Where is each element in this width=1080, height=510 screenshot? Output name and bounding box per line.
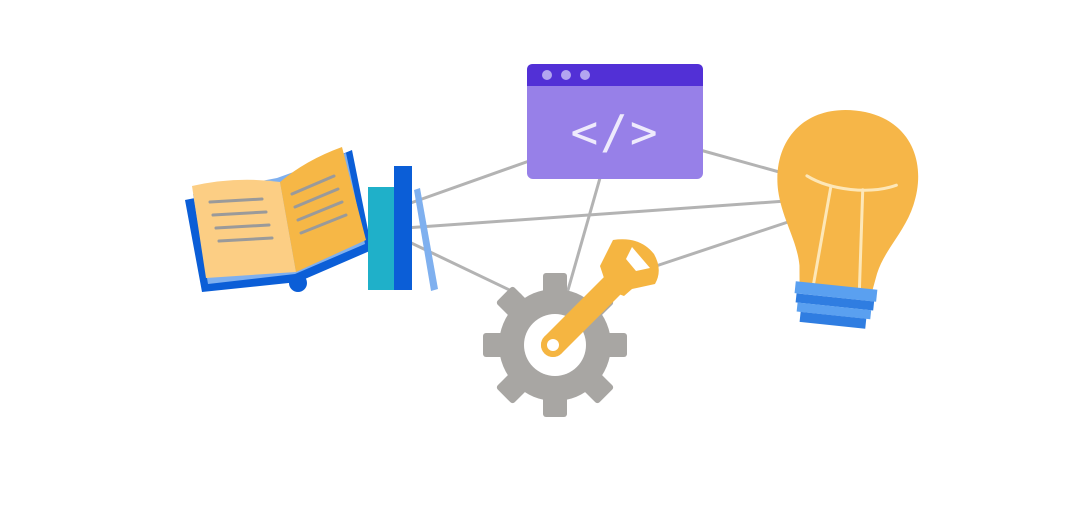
connector-wrench-bulb <box>648 216 802 270</box>
window-dot <box>580 70 590 80</box>
connector-books-bulb <box>403 198 802 230</box>
connector-window-bulb <box>698 148 792 177</box>
connector-books-window <box>403 158 534 207</box>
connector-window-gear <box>566 176 602 292</box>
open-book-icon <box>185 147 372 292</box>
lightbulb-icon <box>777 110 919 329</box>
connector-books-gear <box>403 238 522 297</box>
window-dot <box>561 70 571 80</box>
code-window-icon: </> <box>527 64 703 179</box>
window-dot <box>542 70 552 80</box>
wrench-icon <box>541 239 659 357</box>
code-glyph: </> <box>570 105 659 159</box>
stacked-books-icon <box>368 166 438 291</box>
